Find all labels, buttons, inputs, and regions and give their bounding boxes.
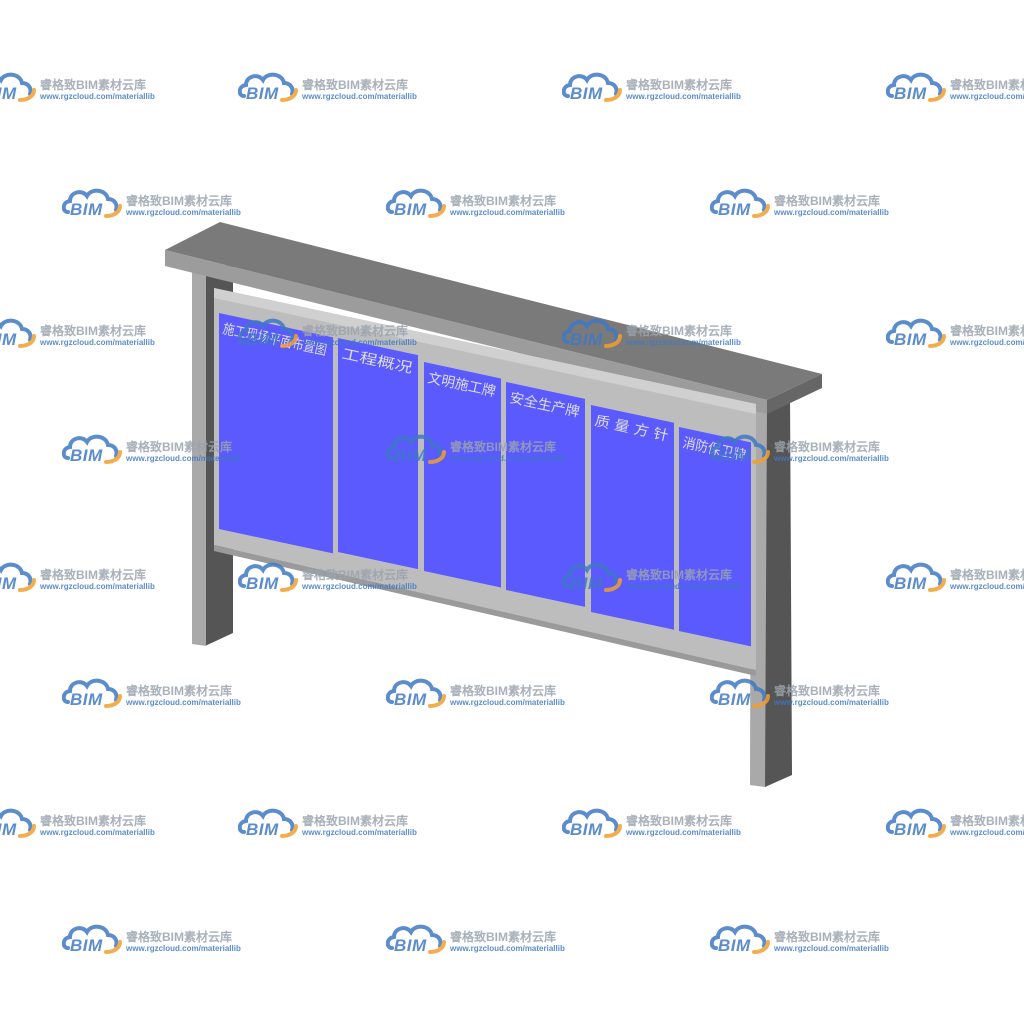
left-post-front xyxy=(192,272,206,646)
roof-end xyxy=(767,374,822,414)
board-panel xyxy=(338,338,418,570)
roof-top xyxy=(165,222,822,400)
board-panel xyxy=(506,382,585,607)
board-panel xyxy=(219,313,333,554)
board-frame-topbar xyxy=(214,288,756,414)
board-panel xyxy=(679,427,751,647)
lower-rail xyxy=(214,545,756,676)
board-panel xyxy=(424,362,501,588)
right-post-side xyxy=(765,392,792,787)
roof-front xyxy=(165,250,767,414)
